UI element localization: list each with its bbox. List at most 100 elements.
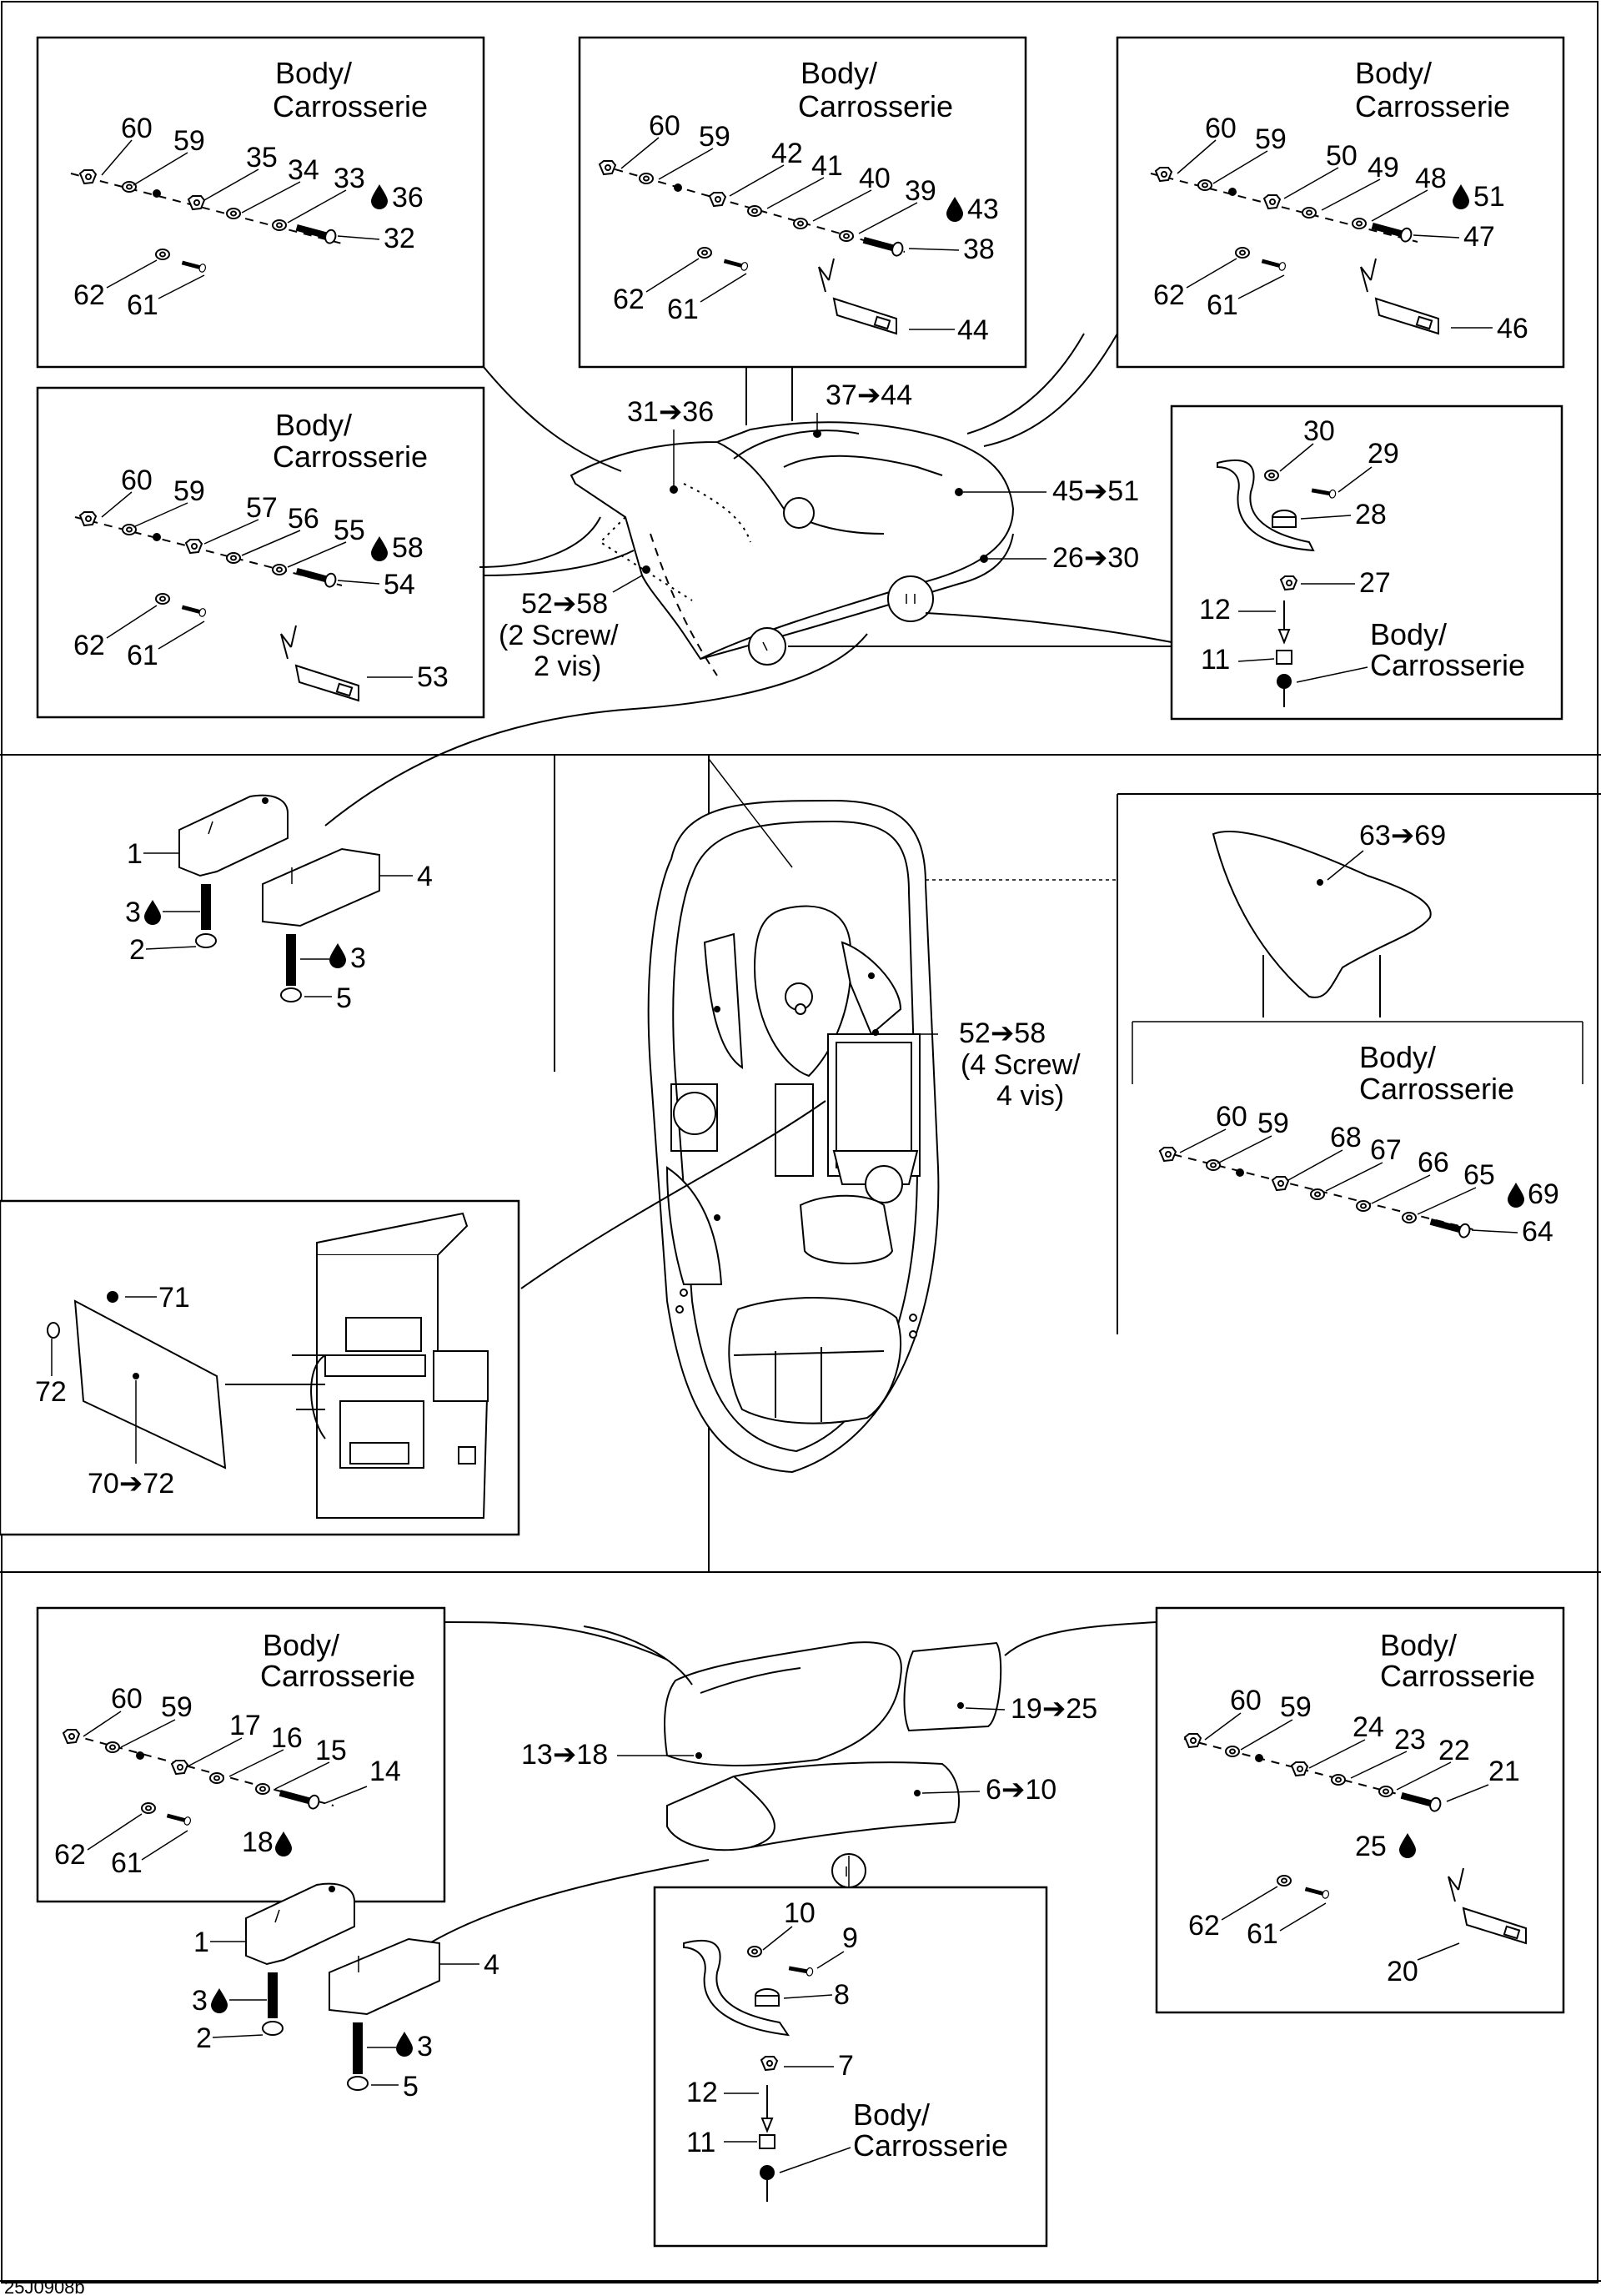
svg-text:59: 59	[1280, 1691, 1312, 1723]
svg-text:Body/: Body/	[800, 56, 877, 90]
svg-text:33: 33	[334, 163, 365, 194]
svg-text:Body/: Body/	[1370, 617, 1447, 651]
svg-text:66: 66	[1418, 1147, 1449, 1178]
svg-text:59: 59	[1255, 123, 1287, 155]
svg-text:3: 3	[350, 942, 366, 974]
body-top-illustration: 31➔36 37➔44 45➔51 26➔30 52➔58 (2 Screw/ …	[324, 333, 1172, 826]
svg-text:70➔72: 70➔72	[88, 1468, 174, 1500]
svg-text:Body/: Body/	[853, 2098, 930, 2132]
svg-text:60: 60	[1230, 1685, 1262, 1716]
svg-text:8: 8	[834, 1979, 850, 2011]
svg-text:22: 22	[1438, 1735, 1470, 1766]
svg-text:2: 2	[196, 2022, 212, 2054]
seats-illustration: 13➔18 19➔25 6➔10	[391, 1621, 1157, 1969]
svg-text:Body/: Body/	[1359, 1040, 1436, 1074]
svg-text:56: 56	[288, 503, 319, 535]
svg-text:37➔44: 37➔44	[826, 379, 912, 411]
svg-text:71: 71	[158, 1282, 190, 1314]
svg-text:55: 55	[334, 515, 365, 546]
svg-text:61: 61	[667, 294, 699, 325]
svg-text:11: 11	[1201, 644, 1230, 676]
svg-text:2 vis): 2 vis)	[534, 651, 601, 682]
svg-text:59: 59	[699, 121, 730, 153]
svg-text:41: 41	[811, 150, 843, 182]
svg-text:61: 61	[111, 1847, 143, 1879]
svg-text:(2 Screw/: (2 Screw/	[499, 620, 619, 651]
svg-text:50: 50	[1326, 140, 1358, 172]
parts-box-panel: 71 72 70➔72	[0, 1199, 520, 1536]
svg-text:47: 47	[1463, 221, 1495, 253]
svg-text:63➔69: 63➔69	[1359, 820, 1446, 852]
svg-text:60: 60	[649, 110, 680, 142]
svg-text:49: 49	[1368, 152, 1399, 183]
svg-text:Carrosserie: Carrosserie	[273, 440, 428, 474]
svg-text:Body/: Body/	[275, 56, 352, 90]
svg-text:52➔58: 52➔58	[959, 1017, 1046, 1049]
svg-text:62: 62	[613, 284, 645, 315]
svg-text:1: 1	[127, 838, 143, 870]
svg-text:23: 23	[1394, 1724, 1426, 1756]
svg-text:13➔18: 13➔18	[521, 1739, 608, 1771]
svg-text:17: 17	[229, 1710, 261, 1741]
svg-text:10: 10	[784, 1897, 816, 1929]
svg-text:(4 Screw/: (4 Screw/	[961, 1049, 1081, 1081]
svg-text:35: 35	[246, 142, 278, 173]
svg-text:36: 36	[392, 182, 424, 214]
svg-text:32: 32	[384, 223, 415, 254]
svg-text:60: 60	[1205, 113, 1237, 144]
svg-text:44: 44	[957, 314, 989, 346]
svg-text:4: 4	[417, 861, 433, 892]
svg-text:57: 57	[246, 492, 278, 524]
svg-text:26➔30: 26➔30	[1052, 542, 1139, 574]
svg-text:53: 53	[417, 661, 449, 693]
svg-text:27: 27	[1359, 567, 1391, 599]
svg-text:Body/: Body/	[263, 1628, 339, 1662]
svg-text:20: 20	[1387, 1956, 1418, 1987]
svg-text:42: 42	[771, 138, 803, 169]
svg-text:4 vis): 4 vis)	[996, 1080, 1064, 1112]
svg-text:Carrosserie: Carrosserie	[1380, 1659, 1535, 1693]
svg-text:61: 61	[1247, 1918, 1278, 1950]
svg-text:24: 24	[1353, 1711, 1384, 1743]
svg-text:39: 39	[905, 175, 936, 207]
boat-top-view: 52➔58 (4 Screw/ 4 vis)	[520, 758, 1117, 1474]
svg-text:62: 62	[54, 1839, 86, 1871]
svg-text:Carrosserie: Carrosserie	[1370, 648, 1525, 682]
svg-text:15: 15	[315, 1735, 347, 1766]
svg-text:59: 59	[173, 125, 205, 157]
svg-text:29: 29	[1368, 438, 1399, 470]
svg-text:51: 51	[1473, 181, 1505, 213]
svg-text:Carrosserie: Carrosserie	[273, 89, 428, 123]
svg-text:Carrosserie: Carrosserie	[853, 2128, 1008, 2163]
clip-parts-lower: 1 3 2 4 3 5	[192, 1882, 499, 2103]
svg-text:Carrosserie: Carrosserie	[1355, 89, 1510, 123]
svg-text:62: 62	[1188, 1910, 1220, 1942]
image-code: 25J0908b	[4, 2277, 85, 2296]
svg-text:59: 59	[1257, 1108, 1289, 1139]
svg-text:72: 72	[35, 1376, 67, 1408]
svg-text:12: 12	[686, 2077, 718, 2108]
svg-text:46: 46	[1497, 313, 1528, 344]
svg-text:61: 61	[1207, 289, 1238, 321]
svg-text:30: 30	[1303, 415, 1335, 447]
svg-text:45➔51: 45➔51	[1052, 475, 1139, 507]
svg-text:14: 14	[369, 1756, 401, 1787]
svg-text:Carrosserie: Carrosserie	[798, 89, 953, 123]
svg-text:68: 68	[1330, 1122, 1362, 1153]
svg-text:62: 62	[73, 279, 105, 311]
svg-text:62: 62	[1153, 279, 1185, 311]
svg-text:64: 64	[1522, 1216, 1553, 1248]
svg-text:61: 61	[127, 289, 158, 321]
svg-text:16: 16	[271, 1722, 303, 1754]
svg-text:Carrosserie: Carrosserie	[1359, 1072, 1514, 1106]
svg-text:1: 1	[193, 1927, 209, 1958]
